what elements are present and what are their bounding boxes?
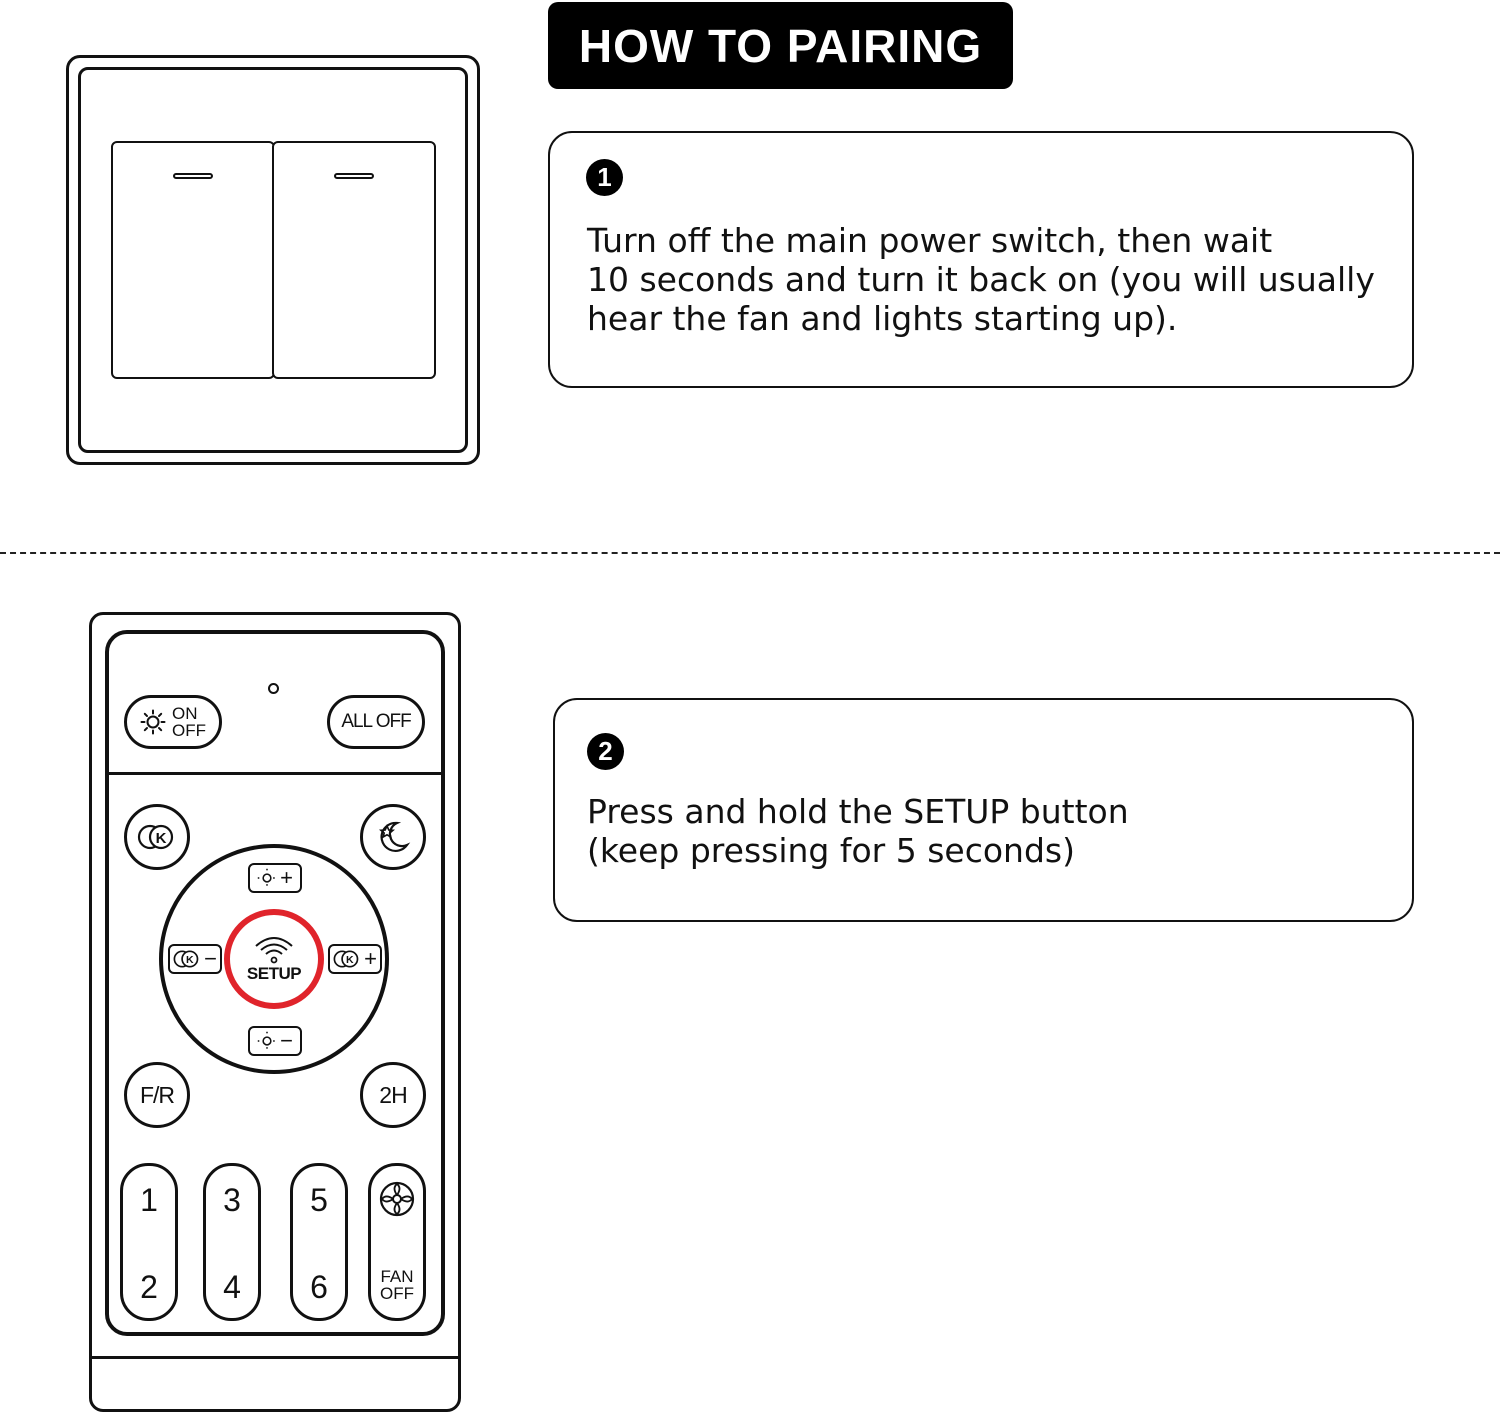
step-1-box: 1 Turn off the main power switch, then w… <box>548 131 1414 388</box>
number-4: 4 <box>223 1269 241 1305</box>
step-2-number: 2 <box>587 733 624 770</box>
speed-3-4-button[interactable]: 3 4 <box>203 1163 261 1321</box>
minus-sign: − <box>204 946 217 971</box>
color-temp-icon: K <box>333 950 359 968</box>
color-temp-down-button[interactable]: K − <box>168 944 222 974</box>
sun-icon <box>257 868 277 888</box>
timer-2h-button[interactable]: 2H <box>360 1062 426 1128</box>
switch-plate-inner <box>78 67 468 453</box>
fan-label: FAN <box>380 1267 414 1286</box>
rocker-left-mark <box>173 173 213 179</box>
switch-plate-outer <box>66 55 480 465</box>
rocker-right <box>272 141 436 379</box>
plus-sign: + <box>280 865 293 890</box>
plus-sign: + <box>364 946 377 971</box>
speed-5-6-button[interactable]: 5 6 <box>290 1163 348 1321</box>
color-temp-icon: K <box>137 824 174 850</box>
section-divider <box>0 552 1500 554</box>
sun-icon <box>140 709 166 735</box>
fan-off-button[interactable]: FAN OFF <box>368 1163 426 1321</box>
number-1: 1 <box>140 1182 158 1218</box>
step-1-text: Turn off the main power switch, then wai… <box>587 221 1375 338</box>
k-letter: K <box>186 954 194 966</box>
brightness-down-button[interactable]: − <box>248 1026 302 1056</box>
color-temp-icon: K <box>173 950 199 968</box>
setup-label: SETUP <box>246 964 302 983</box>
number-5: 5 <box>310 1182 328 1218</box>
step-2-text: Press and hold the SETUP button (keep pr… <box>587 792 1129 870</box>
light-on-off-button[interactable]: ON OFF <box>124 695 222 749</box>
number-3: 3 <box>223 1182 241 1218</box>
sun-icon <box>257 1031 277 1051</box>
on-label: ON <box>172 704 198 723</box>
color-temp-up-button[interactable]: K + <box>328 944 382 974</box>
brightness-up-button[interactable]: + <box>248 863 302 893</box>
step-2-box: 2 Press and hold the SETUP button (keep … <box>553 698 1414 922</box>
remote-separator <box>105 772 445 775</box>
rocker-right-mark <box>334 173 374 179</box>
off-label: OFF <box>172 721 206 740</box>
fan-off-text: FAN OFF <box>380 1268 414 1302</box>
fan-reverse-button[interactable]: F/R <box>124 1062 190 1128</box>
page-title: HOW TO PAIRING <box>548 2 1013 89</box>
wifi-icon <box>255 937 293 964</box>
rocker-left <box>111 141 275 379</box>
speed-1-2-button[interactable]: 1 2 <box>120 1163 178 1321</box>
minus-sign: − <box>280 1028 293 1053</box>
all-off-button[interactable]: ALL OFF <box>327 695 425 749</box>
step-1-number: 1 <box>586 159 623 196</box>
k-letter: K <box>346 954 354 966</box>
remote-shell-line <box>89 1356 461 1359</box>
number-2: 2 <box>140 1269 158 1305</box>
on-off-text: ON OFF <box>172 705 206 739</box>
fan-icon <box>379 1181 415 1217</box>
moon-star-icon <box>378 821 411 852</box>
fan-off-label: OFF <box>380 1284 414 1303</box>
number-6: 6 <box>310 1269 328 1305</box>
setup-button[interactable]: SETUP <box>224 909 324 1009</box>
k-letter: K <box>156 830 167 847</box>
color-temp-button[interactable]: K <box>124 804 190 870</box>
led-indicator <box>268 683 279 694</box>
night-mode-button[interactable] <box>360 804 426 870</box>
